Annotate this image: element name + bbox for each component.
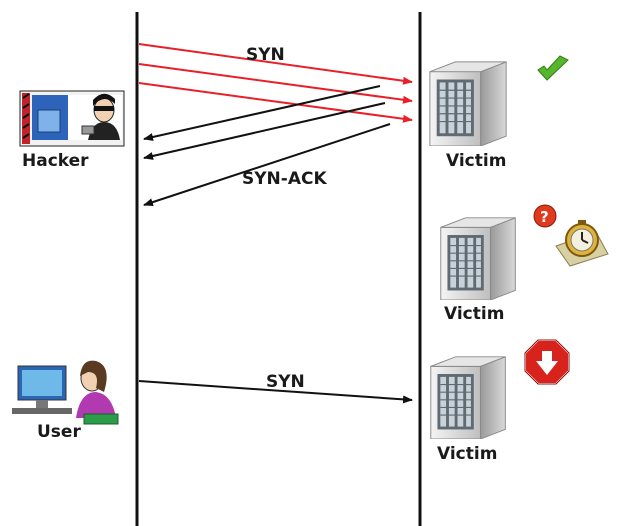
victim-server-1 — [429, 61, 507, 146]
user-label: User — [37, 422, 81, 442]
hacker-icon — [19, 90, 125, 147]
victim-label-1: Victim — [446, 151, 506, 171]
syn-ack-arrow-2 — [143, 102, 386, 160]
victim-label-3: Victim — [437, 444, 497, 464]
syn-arrow-1 — [138, 43, 413, 85]
victim-server-2 — [440, 217, 516, 300]
hacker-label: Hacker — [22, 151, 89, 171]
syn-arrow-2 — [138, 63, 413, 104]
victim-label-2: Victim — [444, 304, 504, 324]
victim-server-3 — [430, 356, 506, 439]
syn-label: SYN — [246, 45, 285, 65]
syn-arrow-3 — [138, 82, 413, 123]
user-syn-label: SYN — [266, 372, 305, 392]
check-icon — [537, 55, 569, 81]
syn-ack-arrow-1 — [143, 85, 381, 141]
stop-sign-icon — [524, 339, 570, 385]
syn-ack-arrows — [143, 85, 391, 206]
stopwatch-icon: ? — [533, 204, 609, 267]
user-icon — [12, 360, 119, 425]
syn-arrows — [138, 43, 413, 123]
syn-ack-label: SYN-ACK — [242, 169, 327, 189]
user-syn-arrow — [138, 380, 413, 404]
syn-ack-arrow-3 — [143, 123, 391, 206]
svg-text:?: ? — [540, 208, 549, 226]
